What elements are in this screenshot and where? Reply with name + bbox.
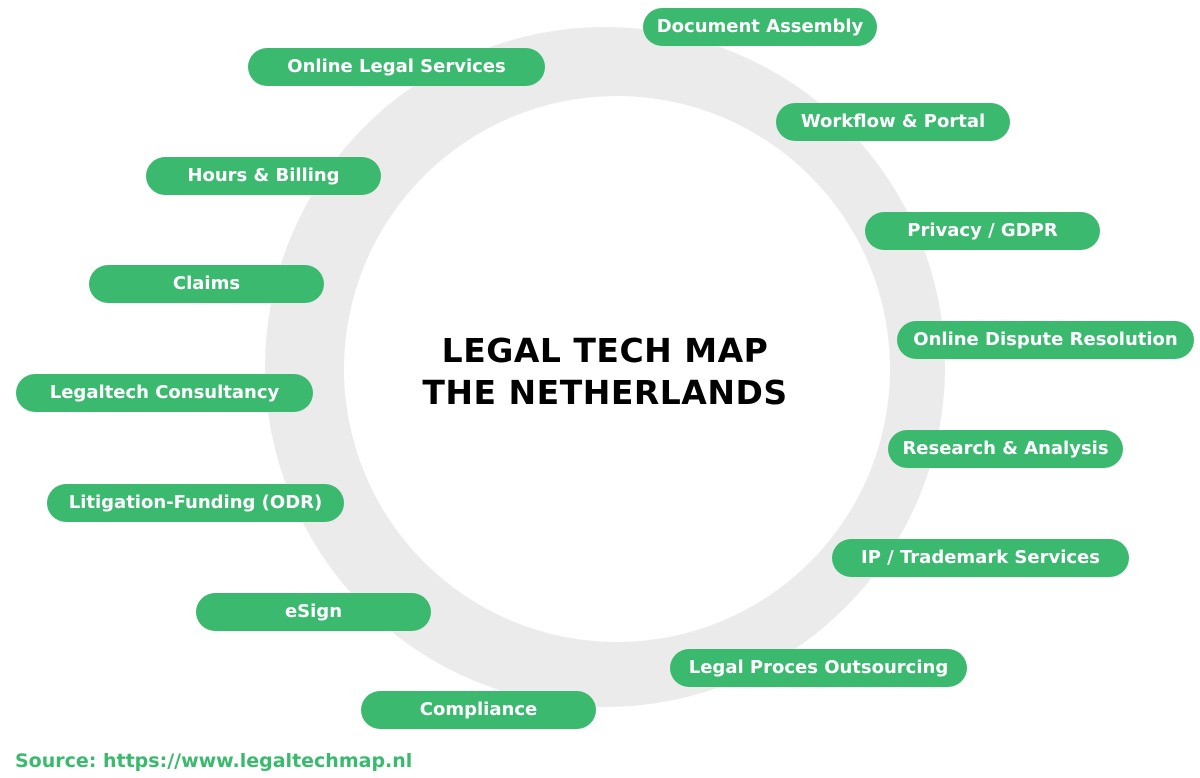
category-ip-trademark-services[interactable]: IP / Trademark Services [832, 539, 1129, 577]
category-hours-billing[interactable]: Hours & Billing [146, 157, 381, 195]
category-claims[interactable]: Claims [89, 265, 324, 303]
category-legaltech-consultancy[interactable]: Legaltech Consultancy [16, 374, 313, 412]
map-title: LEGAL TECH MAP THE NETHERLANDS [340, 330, 870, 414]
category-online-legal-services[interactable]: Online Legal Services [248, 48, 545, 86]
category-document-assembly[interactable]: Document Assembly [643, 8, 877, 46]
category-litigation-funding[interactable]: Litigation-Funding (ODR) [47, 484, 344, 522]
map-title-line-2: THE NETHERLANDS [422, 373, 788, 412]
map-title-line-1: LEGAL TECH MAP [441, 331, 769, 370]
ring-center [344, 96, 890, 642]
category-online-dispute-resolution[interactable]: Online Dispute Resolution [897, 321, 1194, 359]
category-compliance[interactable]: Compliance [361, 691, 596, 729]
category-privacy-gdpr[interactable]: Privacy / GDPR [865, 212, 1100, 250]
category-workflow-portal[interactable]: Workflow & Portal [776, 103, 1010, 141]
source-link[interactable]: Source: https://www.legaltechmap.nl [15, 750, 413, 772]
category-esign[interactable]: eSign [196, 593, 431, 631]
category-legal-proces-outsourcing[interactable]: Legal Proces Outsourcing [670, 649, 967, 687]
category-research-analysis[interactable]: Research & Analysis [888, 430, 1123, 468]
